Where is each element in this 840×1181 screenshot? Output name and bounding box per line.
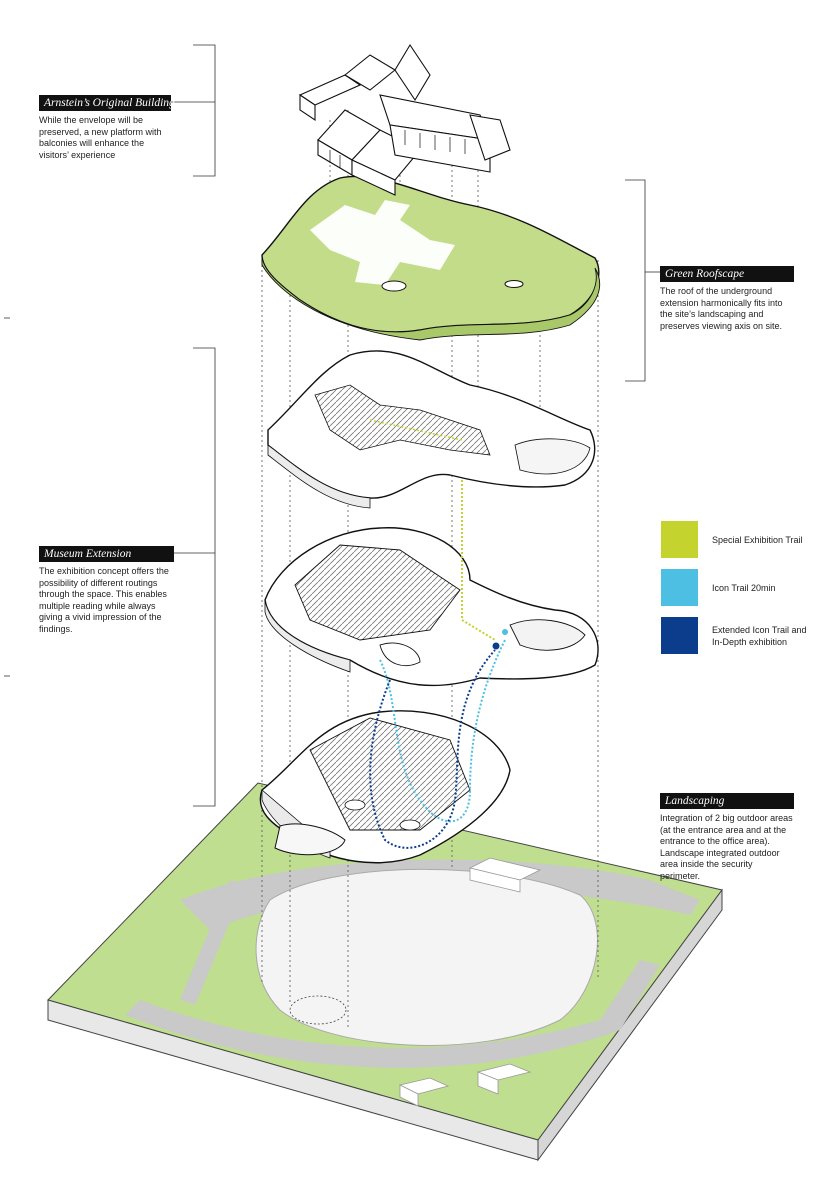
legend-swatch [661,617,698,654]
legend-item-icon-trail: Icon Trail 20min [661,569,812,606]
label-museum-extension: Museum Extension The exhibition concept … [39,546,174,635]
museum-level-lower [259,710,511,864]
label-original-building: Arnstein’s Original Building While the e… [39,95,175,161]
margin-ticks [4,317,10,677]
legend-swatch [661,521,698,558]
label-brackets [171,44,660,807]
site-base-block [47,782,723,1162]
label-description: While the envelope will be preserved, a … [39,115,162,160]
label-description: The roof of the underground extension ha… [660,286,783,331]
legend-item-special-trail: Special Exhibition Trail [661,521,812,558]
label-title: Arnstein’s Original Building [39,95,175,111]
label-green-roofscape: Green Roofscape The roof of the undergro… [660,266,794,332]
legend-item-extended-trail: Extended Icon Trail and In-Depth exhibit… [661,617,812,654]
legend-swatch [661,569,698,606]
museum-level-upper [267,350,596,509]
original-building [298,43,511,196]
legend-label: Extended Icon Trail and In-Depth exhibit… [712,624,807,647]
label-title: Museum Extension [39,546,174,562]
label-title: Landscaping [660,793,794,809]
label-title: Green Roofscape [660,266,794,282]
label-landscaping: Landscaping Integration of 2 big outdoor… [660,793,794,882]
trail-paths [369,440,508,849]
legend-label: Special Exhibition Trail [712,534,803,545]
green-roof-slab [261,175,601,341]
label-description: The exhibition concept offers the possib… [39,566,169,634]
museum-level-middle [264,527,599,687]
legend-label: Icon Trail 20min [712,582,776,593]
label-description: Integration of 2 big outdoor areas (at t… [660,813,793,881]
